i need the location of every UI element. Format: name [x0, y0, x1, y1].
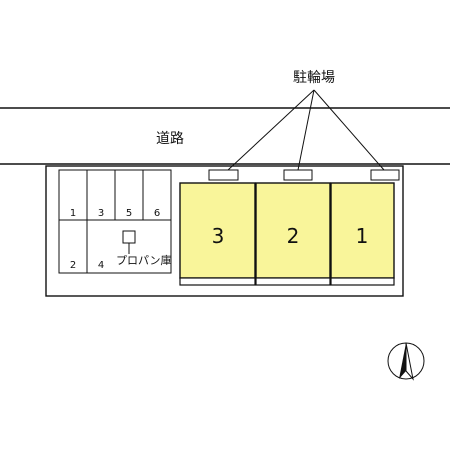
bicycle-parking-leaders — [227, 89, 385, 171]
parking-number: 3 — [98, 208, 104, 219]
parking-spaces — [58, 169, 172, 274]
propane-storage-box — [122, 230, 136, 244]
leader-line-middle — [297, 89, 315, 171]
unit-2-balcony — [255, 277, 331, 286]
site-boundary — [45, 165, 404, 297]
bicycle-rack-2 — [283, 169, 313, 181]
unit-1 — [330, 182, 395, 279]
unit-number: 2 — [287, 224, 300, 248]
bicycle-rack-3 — [370, 169, 400, 181]
unit-number: 1 — [356, 224, 369, 248]
north-arrow-icon — [387, 342, 425, 381]
bicycle-parking-label: 駐輪場 — [293, 69, 335, 86]
propane-storage-label: プロパン庫 — [116, 253, 172, 267]
parking-number: 5 — [126, 208, 132, 219]
leader-line-left — [227, 89, 315, 171]
road-label: 道路 — [156, 131, 184, 147]
bicycle-rack-1 — [208, 169, 239, 181]
unit-3-balcony — [179, 277, 256, 286]
parking-number: 6 — [154, 208, 160, 219]
parking-number: 2 — [70, 260, 76, 271]
unit-number: 3 — [212, 224, 225, 248]
parking-number: 1 — [70, 208, 76, 219]
parking-number: 4 — [98, 260, 104, 271]
building-units — [179, 182, 395, 286]
unit-3 — [179, 182, 256, 279]
unit-1-balcony — [330, 277, 395, 286]
leader-line-right — [313, 89, 385, 171]
unit-2 — [255, 182, 331, 279]
